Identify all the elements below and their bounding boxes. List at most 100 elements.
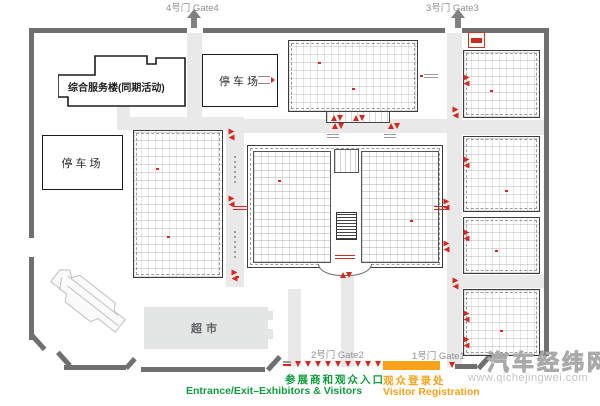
gate2-entrance-arrows	[283, 361, 381, 367]
road-west-horizontal	[117, 117, 244, 130]
east-entrance-note	[434, 205, 449, 210]
down-arrow-icon	[335, 361, 341, 367]
red-speck	[420, 75, 423, 77]
hall-north	[288, 40, 418, 112]
gate3-label: 3号门 Gate3	[426, 3, 479, 14]
down-arrow-icon	[315, 361, 321, 367]
gate4-arrow-icon	[186, 9, 202, 28]
down-arrow-icon	[305, 361, 311, 367]
service-building-label: 综合服务楼(同期活动)	[68, 83, 165, 94]
venue-logo-stamp-icon	[468, 32, 485, 48]
hall-central-complex	[247, 145, 443, 268]
red-speck	[490, 90, 493, 92]
corridor-note-1	[234, 155, 236, 183]
down-arrow-icon	[365, 361, 371, 367]
red-speck	[156, 168, 159, 170]
wall-bottom-b	[141, 367, 265, 372]
west-entrance-note	[233, 205, 248, 210]
parking-north-label: 停车场	[219, 75, 261, 88]
central-north-lobby	[334, 149, 359, 173]
down-arrow-icon	[325, 361, 331, 367]
entrance-marker-icon	[388, 122, 400, 130]
wall-bottom-a-right-chamfer	[124, 357, 137, 371]
hall-east-3	[463, 217, 540, 274]
hall-west	[133, 130, 223, 278]
red-speck	[352, 88, 355, 90]
supermarket-label: 超市	[191, 323, 221, 335]
entrance-marker-icon	[228, 129, 236, 140]
entrance-marker-icon	[452, 107, 460, 118]
down-arrow-icon	[355, 361, 361, 367]
wall-top-east	[462, 28, 549, 33]
road-gate4-north	[187, 33, 202, 117]
entrance-marker-icon	[463, 337, 471, 348]
entrance-marker-icon	[332, 122, 344, 130]
corridor-note-2	[234, 228, 236, 258]
down-arrow-icon	[345, 361, 351, 367]
south-entrance-note	[335, 254, 355, 259]
gate2-label: 2号门 Gate2	[311, 350, 364, 361]
hall-east-1	[463, 50, 540, 118]
gate4-label: 4号门 Gate4	[166, 3, 219, 14]
supermarket-tab-2	[268, 329, 273, 339]
red-speck	[410, 220, 413, 222]
down-arrow-icon	[375, 361, 381, 367]
entrance-label-cn: 参展商和观众入口	[285, 374, 385, 386]
entrance-label-en: Entrance/Exit–Exhibitors & Visitors	[186, 385, 363, 397]
entrance-marker-icon	[353, 114, 365, 122]
wall-west-upper	[29, 28, 34, 238]
red-speck	[236, 276, 239, 278]
gate2-dash-icon	[283, 361, 291, 366]
wall-east	[544, 28, 549, 355]
entrance-marker-icon	[340, 271, 352, 279]
gate1-arrow-icon	[449, 362, 455, 368]
gate1-label: 1号门 Gate1	[412, 351, 465, 362]
service-building-outline	[58, 55, 186, 107]
watermark-site-url: www.qichejingwei.com	[468, 372, 589, 384]
parking-west-label: 停车场	[61, 157, 104, 170]
wall-top-west	[31, 28, 187, 33]
central-east-wing	[361, 151, 439, 263]
road-east-horizontal-2	[462, 275, 544, 288]
road-note-2	[384, 134, 396, 138]
road-west-stub	[117, 104, 130, 117]
supermarket-building: 超市	[144, 307, 268, 349]
wall-top-center	[203, 28, 445, 33]
parking-lot-north: 停车场	[202, 54, 278, 107]
wall-bottom-a	[64, 365, 126, 370]
red-speck	[318, 62, 321, 64]
red-speck	[167, 236, 170, 238]
road-east-horizontal-1	[462, 120, 544, 135]
wall-bottom-gate1-stub	[455, 364, 477, 369]
road-supermarket-east	[288, 289, 301, 367]
entrance-marker-icon	[463, 75, 471, 86]
entrance-marker-icon	[331, 114, 343, 122]
hall-north-note	[424, 74, 438, 78]
entrance-marker-icon	[443, 241, 451, 252]
road-gate2-vertical	[341, 268, 354, 367]
registration-label-en: Visitor Registration	[383, 386, 480, 398]
red-speck	[505, 190, 508, 192]
entrance-marker-icon	[231, 270, 239, 281]
red-speck	[495, 250, 498, 252]
road-center-horizontal	[244, 119, 447, 133]
entrance-marker-icon	[463, 230, 471, 241]
entrance-marker-icon	[452, 278, 460, 289]
supermarket-tab-1	[268, 311, 273, 320]
parking-north-entry-icon	[258, 76, 275, 84]
gate3-arrow-icon	[450, 9, 466, 28]
entrance-marker-icon	[463, 311, 471, 322]
registration-label-cn: 观众登录处	[383, 375, 446, 387]
down-arrow-icon	[295, 361, 301, 367]
red-speck	[278, 180, 281, 182]
parking-lot-west: 停车场	[42, 135, 123, 190]
wall-west-lower	[29, 257, 34, 340]
visitor-registration-bar	[383, 361, 440, 370]
central-escalator	[336, 212, 357, 240]
sketch-building-outline	[49, 269, 127, 334]
red-speck	[500, 330, 503, 332]
hall-east-4	[463, 289, 540, 356]
hall-east-2	[463, 136, 540, 212]
central-west-wing	[253, 151, 331, 263]
